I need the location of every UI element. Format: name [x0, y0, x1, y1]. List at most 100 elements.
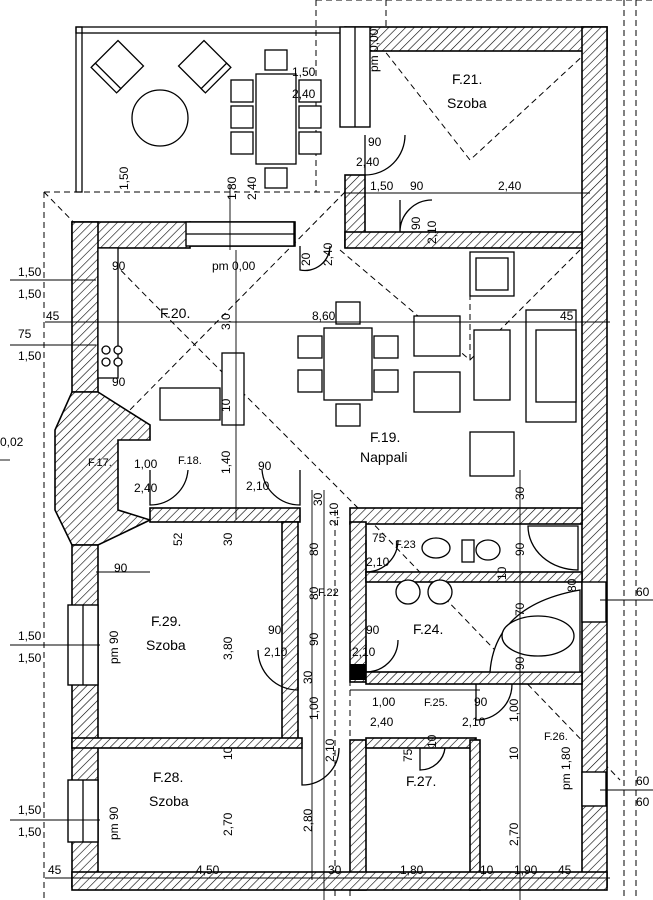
dim-text: 2,10 [425, 220, 439, 244]
dim-text: 90 [513, 542, 527, 556]
dim-text: 90 [366, 623, 380, 637]
room-f28-code: F.28. [153, 769, 183, 785]
dim-text: 2,10 [246, 479, 270, 493]
dim-text: 60 [636, 585, 650, 599]
dim-text: 1,40 [219, 450, 233, 474]
walls [54, 26, 608, 891]
dim-text: 30 [311, 492, 325, 506]
dim-text: 45 [560, 309, 574, 323]
dim-text: 90 [112, 375, 126, 389]
dim-text: 30 [301, 670, 315, 684]
dim-text: 8,60 [312, 309, 336, 323]
dim-text: 2,40 [245, 176, 259, 200]
dim-text: 2,10 [264, 645, 288, 659]
dim-text: 10 [507, 746, 521, 760]
room-f22-code: F.22 [318, 587, 339, 599]
dim-text: 1,80 [225, 176, 239, 200]
room-f17-code: F.17. [88, 457, 112, 469]
room-f28-name: Szoba [149, 793, 189, 809]
dim-text: 90 [112, 259, 126, 273]
room-f29-name: Szoba [146, 637, 186, 653]
dim-text: 1,00 [507, 698, 521, 722]
dim-text: 10 [425, 734, 439, 748]
dim-text: 10 [480, 863, 494, 877]
dim-text: 75 [18, 327, 32, 341]
dim-text: 60 [636, 774, 650, 788]
room-f23-code: F.23 [395, 539, 416, 551]
dim-text: 90 [368, 135, 382, 149]
dim-text: 30 [513, 486, 527, 500]
dim-text: 80 [565, 578, 579, 592]
level-terrace: pm 0,00 [367, 28, 381, 72]
dim-text: 90 [258, 459, 272, 473]
dim-text: pm 90 [107, 806, 121, 840]
dim-text: 2,10 [462, 715, 486, 729]
dim-text: 45 [558, 863, 572, 877]
dim-text: 30 [221, 532, 235, 546]
dim-text: 10 [495, 566, 509, 580]
dim-text: 2,10 [352, 645, 376, 659]
dim-text: 2,70 [507, 822, 521, 846]
dim-text: 2,80 [301, 808, 315, 832]
dim-text: 70 [513, 602, 527, 616]
dim-text: 45 [48, 863, 62, 877]
room-f27-code: F.27. [406, 773, 436, 789]
dim-text: 2,40 [370, 715, 394, 729]
room-f19-name: Nappali [360, 449, 407, 465]
room-f24-code: F.24. [413, 621, 443, 637]
dim-text: 1,00 [372, 695, 396, 709]
dim-text: 75 [372, 531, 386, 545]
room-f21-name: Szoba [447, 95, 487, 111]
dim-text: 1,50 [18, 651, 42, 665]
dim-text: 3,0 [219, 313, 233, 330]
dim-text: 1,00 [307, 696, 321, 720]
dim-text: 2,70 [221, 812, 235, 836]
dim-text: 4,50 [196, 863, 220, 877]
dim-text: 80 [307, 586, 321, 600]
level-labels: pm 0,00 pm 0,00 0,02 [0, 28, 381, 449]
dim-text: 90 [268, 623, 282, 637]
doors [149, 134, 513, 786]
room-f25-code: F.25. [424, 697, 448, 709]
room-f21-code: F.21. [452, 71, 482, 87]
room-f18-code: F.18. [178, 455, 202, 467]
dim-text: pm 90 [107, 630, 121, 664]
dimension-texts: 1,50 2,40 90 2,40 1,50 1,80 2,40 1,50 90… [18, 65, 650, 877]
dim-text: 10 [219, 398, 233, 412]
dim-text: 52 [171, 532, 185, 546]
dim-text: 20 [299, 252, 313, 266]
dim-text: 80 [307, 542, 321, 556]
room-labels: F.21. Szoba F.20. F.19. Nappali F.17. F.… [88, 71, 568, 809]
dim-text: 90 [307, 632, 321, 646]
dim-text: 2,40 [498, 179, 522, 193]
dim-text: 1,50 [18, 265, 42, 279]
dim-text: 1,90 [514, 863, 538, 877]
dim-text: 90 [409, 216, 423, 230]
dim-text: 30 [328, 863, 342, 877]
dim-text: 3,80 [221, 636, 235, 660]
room-f20-code: F.20. [160, 305, 190, 321]
dim-text: 1,50 [292, 65, 316, 79]
dim-text: 2,40 [356, 155, 380, 169]
room-f19-code: F.19. [370, 429, 400, 445]
level-side: 0,02 [0, 435, 24, 449]
dim-text: 2,10 [366, 555, 390, 569]
dim-text: 90 [513, 656, 527, 670]
room-f29-code: F.29. [151, 613, 181, 629]
dim-text: 45 [46, 309, 60, 323]
dimension-lines [0, 185, 653, 900]
dim-text: 2,10 [327, 502, 341, 526]
level-living: pm 0,00 [212, 259, 256, 273]
dim-text: 10 [221, 746, 235, 760]
dim-text: 1,50 [18, 803, 42, 817]
dim-text: 1,80 [400, 863, 424, 877]
dim-text: 90 [114, 561, 128, 575]
dim-text: 2,40 [134, 481, 158, 495]
dim-text: 1,50 [370, 179, 394, 193]
dim-text: 1,50 [117, 166, 131, 190]
dim-text: 2,40 [321, 242, 335, 266]
dim-text: 1,00 [134, 457, 158, 471]
furniture [90, 39, 581, 680]
dim-text: 75 [401, 748, 415, 762]
